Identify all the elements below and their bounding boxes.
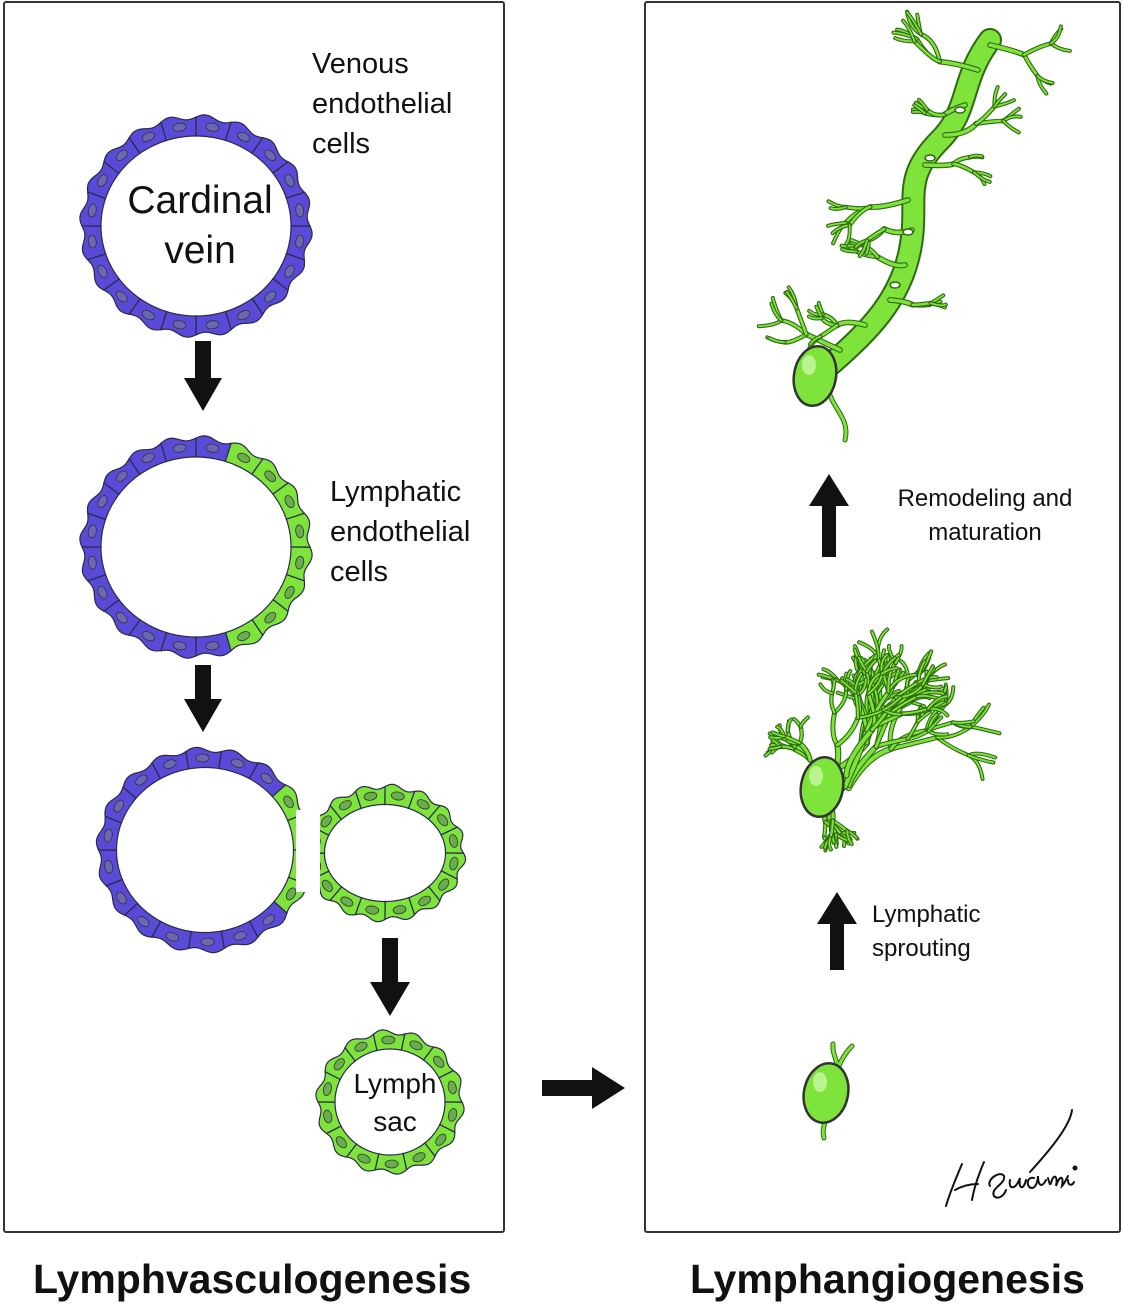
single-lymphatic-cell bbox=[802, 1041, 855, 1141]
up-arrow-remodeling bbox=[809, 474, 849, 557]
venous-label-line-3: cells bbox=[312, 128, 371, 160]
venous-label-line-2: endothelial bbox=[312, 88, 453, 120]
lymphatic-sprouting-label: Lymphatic sprouting bbox=[872, 898, 1002, 966]
cardinal-vein-label: Cardinal vein bbox=[95, 176, 305, 276]
budding-vein-ring bbox=[95, 746, 315, 954]
sprouting-line-2: sprouting bbox=[872, 935, 971, 962]
mixed-vein-ring bbox=[79, 435, 313, 659]
cardinal-vein-ring bbox=[79, 114, 313, 338]
remodeling-and-maturation-label: Remodeling and maturation bbox=[870, 482, 1100, 550]
cardinal-vein-line-1: Cardinal bbox=[127, 179, 273, 222]
bud-lumen-joint bbox=[296, 810, 320, 892]
remodeling-line-2: maturation bbox=[928, 519, 1042, 546]
lymph-sac-line-2: sac bbox=[373, 1106, 417, 1137]
lymphatic-label-line-2: endothelial bbox=[330, 516, 471, 548]
lymph-sac-line-1: Lymph bbox=[353, 1068, 437, 1099]
artist-signature bbox=[945, 1109, 1078, 1207]
sprouting-lymphatic-cell bbox=[799, 755, 845, 819]
cardinal-vein-line-2: vein bbox=[164, 229, 236, 272]
venous-label-line-1: Venous bbox=[312, 48, 409, 80]
mature-lymphatic-cell bbox=[792, 344, 838, 408]
mature-lymphatic-vessel bbox=[756, 9, 1072, 443]
lymphatic-label-line-1: Lymphatic bbox=[330, 476, 462, 508]
lymph-sac-label: Lymph sac bbox=[325, 1065, 465, 1141]
sprouting-line-1: Lymphatic bbox=[872, 901, 981, 928]
remodeling-line-1: Remodeling and bbox=[897, 485, 1073, 512]
lymphatic-label-line-3: cells bbox=[330, 556, 389, 588]
lymphatic-endothelial-cells-label: Lymphatic endothelial cells bbox=[330, 472, 470, 592]
budding-lymph-sac-ring bbox=[303, 783, 467, 923]
venous-endothelial-cells-label: Venous endothelial cells bbox=[312, 44, 452, 164]
right-arrow-between-panels bbox=[542, 1067, 625, 1109]
sprouting-lymphatic-network bbox=[763, 627, 1002, 853]
down-arrow-2 bbox=[184, 665, 222, 732]
down-arrow-3 bbox=[370, 938, 410, 1016]
lymph-sac-ring bbox=[315, 1029, 465, 1175]
lymphangiogenesis-title: Lymphangiogenesis bbox=[690, 1256, 1085, 1302]
up-arrow-sprouting bbox=[817, 892, 857, 970]
down-arrow-1 bbox=[184, 341, 222, 411]
lymphvasculogenesis-title: Lymphvasculogenesis bbox=[33, 1256, 472, 1302]
